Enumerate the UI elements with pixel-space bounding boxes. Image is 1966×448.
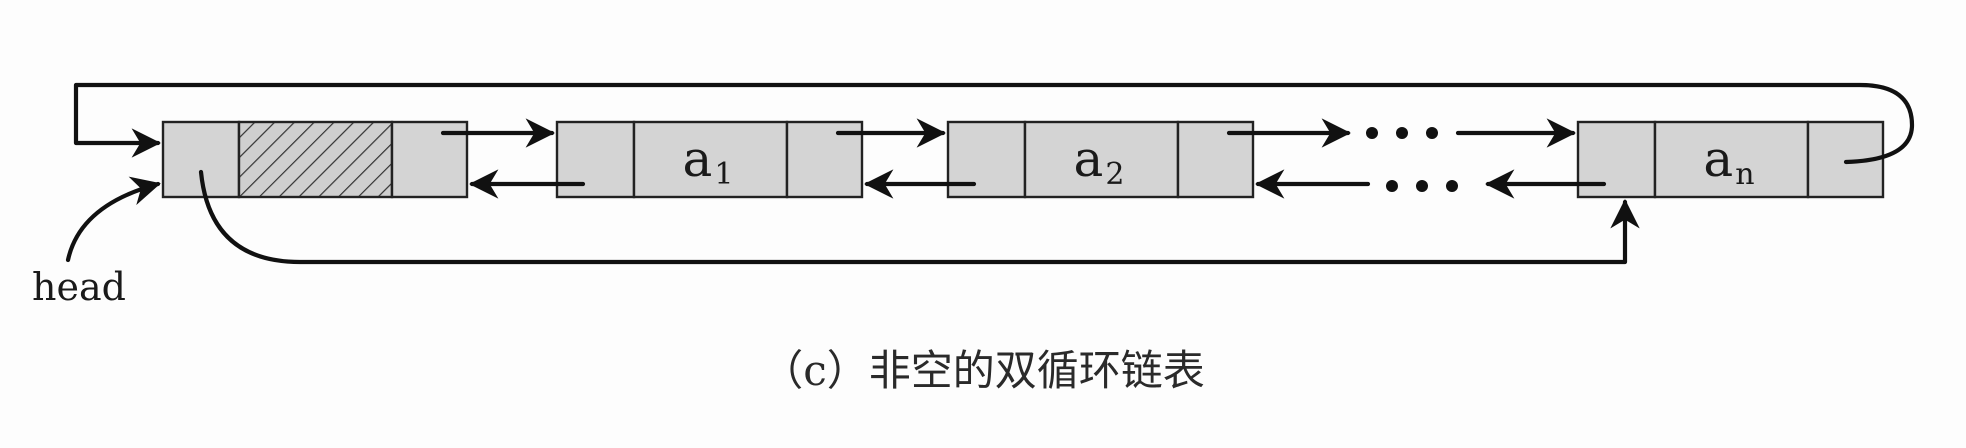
node-an-next-field [1806,120,1885,199]
ellipsis-dots-bottom [1386,180,1458,192]
node-a1-label: a1 [683,130,734,192]
wrap-arrow-an-to-head [73,82,1915,165]
node-an-data-field [1653,120,1810,199]
node-a2: a2 [946,120,1255,199]
node-an-label: an [1703,130,1754,192]
head-pointer-arrow [65,176,161,263]
head-node [161,120,469,199]
node-a2-data-field [1023,120,1180,199]
node-a2-label: a2 [1074,130,1125,192]
wrap-arrow-head-to-an [198,169,1640,265]
figure-caption: （c）非空的双循环链表 [761,346,1205,395]
ellipsis-dots-top [1366,127,1438,139]
node-a1: a1 [555,120,864,199]
node-a1-prior-field [555,120,636,199]
head-label: head [32,265,126,309]
head-data-field [237,120,394,199]
node-an: an [1576,120,1885,199]
